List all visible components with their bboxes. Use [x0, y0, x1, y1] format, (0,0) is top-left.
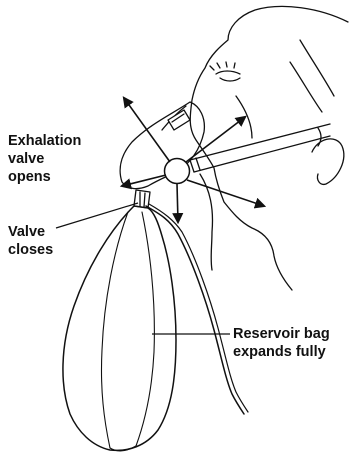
arrow-icon [124, 98, 170, 162]
arrow-icon [187, 180, 264, 206]
svg-text:Valve: Valve [8, 224, 45, 240]
label-exhalation-valve-opens: Exhalation valve opens [8, 133, 81, 185]
svg-text:expands fully: expands fully [233, 344, 326, 360]
head-strap [190, 124, 330, 172]
label-valve-closes: Valve closes [8, 224, 53, 258]
exhalation-valve [165, 159, 190, 184]
svg-text:opens: opens [8, 169, 51, 185]
head-outline [190, 6, 348, 290]
svg-text:closes: closes [8, 242, 53, 258]
svg-text:Exhalation: Exhalation [8, 133, 81, 149]
oxygen-tubing [146, 206, 244, 414]
arrow-icon [186, 117, 245, 162]
label-reservoir-bag: Reservoir bag expands fully [233, 326, 330, 360]
svg-text:valve: valve [8, 151, 44, 167]
svg-text:Reservoir bag: Reservoir bag [233, 326, 330, 342]
eye [216, 71, 240, 81]
reservoir-bag [63, 206, 176, 450]
arrow-icon [177, 184, 178, 222]
ear [312, 139, 344, 184]
valve-connector [134, 190, 150, 208]
